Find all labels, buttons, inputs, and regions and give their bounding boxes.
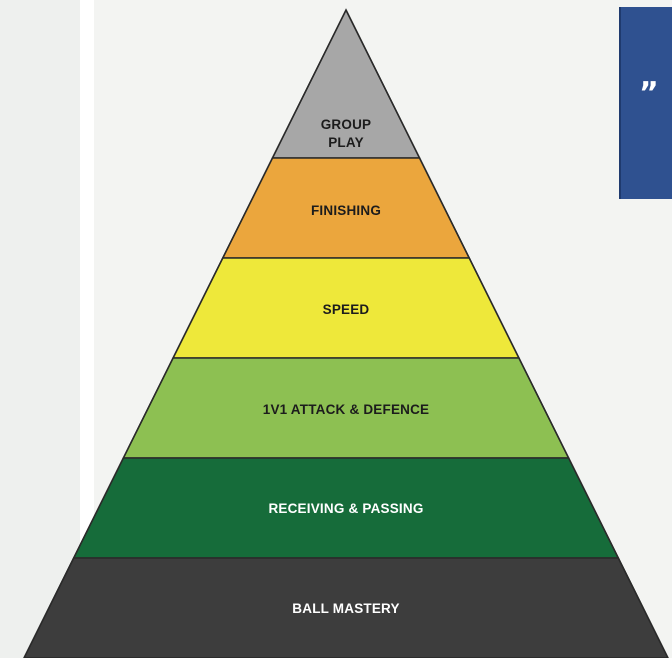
tier-label-speed: SPEED (323, 302, 370, 317)
quote-badge: ” (619, 7, 672, 199)
tier-label-group-play: GROUP (321, 117, 372, 132)
left-background-panel (0, 0, 80, 658)
tier-label-ball-mastery: BALL MASTERY (292, 601, 399, 616)
tier-label-attack-defence: 1V1 ATTACK & DEFENCE (263, 402, 430, 417)
tier-label-receiving-passing: RECEIVING & PASSING (268, 501, 423, 516)
pyramid-labels: GROUP PLAY FINISHING SPEED 1V1 ATTACK & DEFE… (263, 117, 430, 616)
panel-divider (80, 0, 94, 658)
pyramid-tiers (23, 8, 669, 658)
quote-icon: ” (639, 76, 659, 111)
tier-label-finishing: FINISHING (311, 203, 381, 218)
pyramid-outline (23, 8, 669, 658)
tier-label-group-play-line2: PLAY (328, 135, 364, 150)
